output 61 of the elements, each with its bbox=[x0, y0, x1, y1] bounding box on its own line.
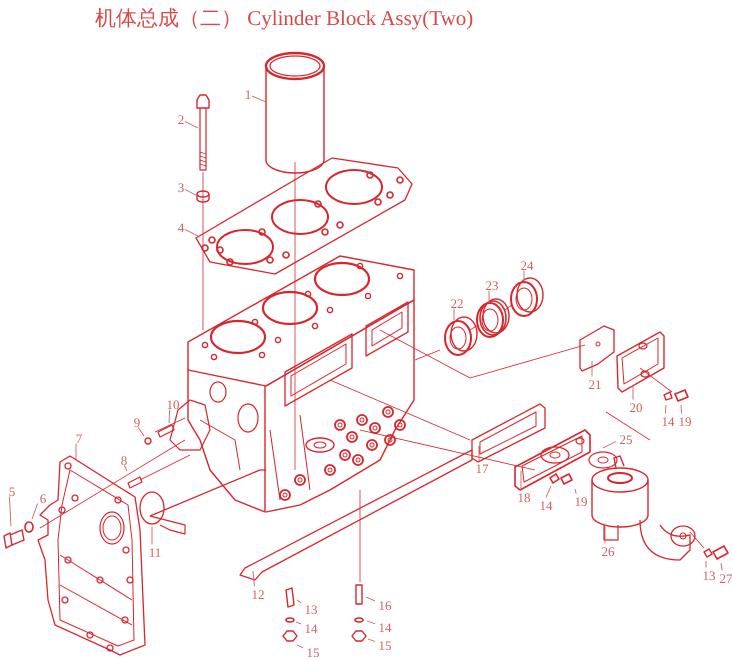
callout-number: 2 bbox=[171, 112, 191, 126]
callout-number: 15 bbox=[375, 638, 395, 652]
leader-line bbox=[366, 620, 376, 624]
leader-line bbox=[520, 470, 522, 490]
leader-line bbox=[168, 409, 170, 424]
leader-line bbox=[720, 562, 723, 571]
leader-line bbox=[478, 446, 480, 461]
callout-number: 14 bbox=[658, 414, 678, 428]
callout-number: 12 bbox=[248, 586, 268, 602]
leader-line bbox=[680, 404, 682, 414]
leader-line bbox=[184, 189, 196, 196]
leader-line bbox=[604, 524, 606, 544]
leader-line bbox=[184, 121, 198, 128]
callout-number: 19 bbox=[571, 494, 591, 508]
callout-number: 1 bbox=[238, 86, 258, 102]
callout-number: 10 bbox=[163, 396, 183, 412]
leader-line bbox=[124, 465, 128, 472]
leader-line bbox=[664, 404, 666, 414]
leader-line bbox=[252, 96, 266, 102]
leader-line bbox=[296, 600, 302, 604]
leader-line bbox=[368, 638, 376, 642]
callout-number: 18 bbox=[514, 490, 534, 504]
callout-number: 14 bbox=[536, 498, 556, 512]
callout-number: 27 bbox=[716, 570, 732, 586]
callout-number: 26 bbox=[598, 544, 618, 558]
leader-line bbox=[545, 486, 552, 498]
leader-line bbox=[252, 570, 255, 587]
leader-line bbox=[296, 644, 304, 648]
callout-number: 15 bbox=[303, 644, 323, 660]
leader-line bbox=[488, 290, 490, 304]
callout-number: 22 bbox=[447, 296, 467, 310]
leader-line bbox=[632, 386, 634, 400]
leader-line bbox=[366, 596, 376, 602]
leader-line bbox=[602, 441, 616, 448]
callout-number: 21 bbox=[585, 376, 605, 392]
callout-number: 24 bbox=[517, 258, 537, 272]
callout-number: 16 bbox=[375, 598, 395, 612]
callout-number: 9 bbox=[127, 414, 147, 430]
callout-number: 23 bbox=[482, 278, 502, 292]
callout-number: 7 bbox=[69, 430, 89, 446]
callout-number: 5 bbox=[2, 484, 22, 498]
leader-line bbox=[32, 503, 38, 520]
leader-line bbox=[8, 496, 12, 526]
callout-number: 14 bbox=[375, 620, 395, 634]
callout-number: 8 bbox=[114, 452, 134, 468]
callout-number: 13 bbox=[301, 602, 321, 616]
leader-line bbox=[574, 488, 577, 494]
callout-number: 6 bbox=[33, 490, 53, 506]
leader-line bbox=[296, 622, 302, 625]
callout-number: 14 bbox=[301, 620, 321, 636]
callout-number: 17 bbox=[472, 460, 492, 476]
callout-number: 3 bbox=[171, 180, 191, 194]
leader-line bbox=[184, 229, 198, 236]
callout-number: 11 bbox=[145, 544, 165, 560]
callout-number: 20 bbox=[626, 400, 646, 414]
title: 机体总成（二） Cylinder Block Assy(Two) bbox=[95, 5, 474, 32]
leader-line bbox=[138, 427, 144, 436]
callout-number: 13 bbox=[699, 568, 719, 582]
callout-number: 19 bbox=[675, 414, 695, 428]
callout-number: 4 bbox=[171, 220, 191, 234]
callout-number: 25 bbox=[616, 432, 636, 446]
